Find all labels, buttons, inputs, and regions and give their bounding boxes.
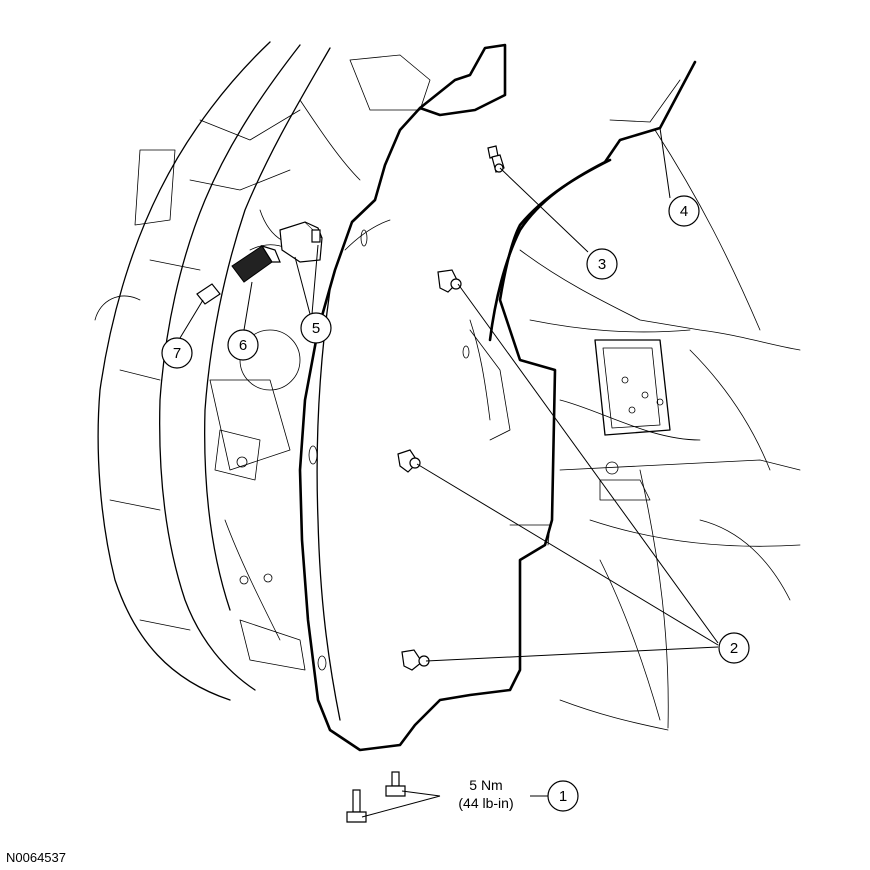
push-pin-middle — [397, 449, 421, 473]
callout-6-number: 6 — [239, 337, 247, 354]
torque-imperial: (44 lb-in) — [458, 795, 513, 811]
screw-3 — [487, 145, 505, 173]
callout-3-number: 3 — [598, 256, 606, 273]
connector-7 — [196, 283, 221, 305]
body-structure — [519, 249, 801, 731]
callout-4: 4 — [668, 195, 700, 227]
callout-4-number: 4 — [680, 203, 688, 220]
callout-1-number: 1 — [559, 788, 567, 805]
torque-metric: 5 Nm — [469, 777, 502, 793]
figure-id: N0064537 — [6, 850, 66, 865]
bolt-lower — [346, 789, 367, 823]
callout-7: 7 — [161, 337, 193, 369]
callout-3: 3 — [586, 248, 618, 280]
callout-5: 5 — [300, 312, 332, 344]
push-pin-lower — [401, 649, 430, 671]
bolt-upper — [385, 771, 406, 797]
callout-7-number: 7 — [173, 345, 181, 362]
leader-lines — [179, 127, 719, 818]
torque-spec: 5 Nm (44 lb-in) — [458, 777, 513, 811]
splash-shield — [298, 43, 612, 752]
callout-5-number: 5 — [312, 320, 320, 337]
callout-2: 2 — [718, 632, 750, 664]
callout-6: 6 — [227, 329, 259, 361]
callout-1: 1 — [547, 780, 579, 812]
push-pin-upper — [437, 269, 462, 293]
connector-5 — [279, 221, 323, 263]
fender-panel — [488, 60, 761, 342]
front-bumper-structure — [94, 41, 431, 701]
connector-6 — [231, 244, 281, 283]
callout-2-number: 2 — [730, 640, 738, 657]
